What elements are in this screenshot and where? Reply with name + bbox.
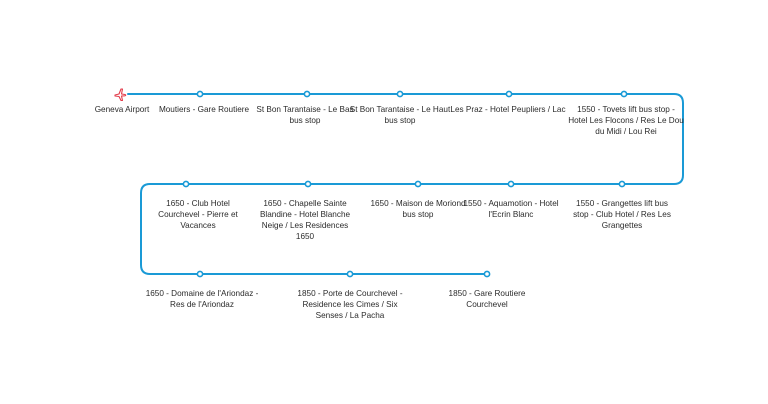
stop-marker-3	[396, 90, 404, 98]
stop-label-porte-de-courchevel: 1850 - Porte de Courchevel - Residence l…	[297, 289, 403, 320]
stop-marker-2	[303, 90, 311, 98]
stop-label-grangettes: 1550 - Grangettes lift bus stop - Club H…	[573, 199, 671, 230]
stop-label-maison-de-moriond: 1650 - Maison de Moriond bus stop	[370, 199, 466, 219]
stop-marker-10	[182, 180, 190, 188]
stop-marker-13	[483, 270, 491, 278]
stop-marker-8	[414, 180, 422, 188]
stop-label-aquamotion: 1550 - Aquamotion - Hotel l'Ecrin Blanc	[463, 199, 559, 219]
stop-marker-1	[196, 90, 204, 98]
stop-marker-9	[304, 180, 312, 188]
stop-markers	[182, 90, 628, 278]
stop-label-tovets: 1550 - Tovets lift bus stop - Hotel Les …	[568, 105, 684, 136]
stop-marker-11	[196, 270, 204, 278]
stop-marker-7	[507, 180, 515, 188]
stop-label-moutiers: Moutiers - Gare Routiere	[158, 105, 250, 114]
stop-marker-12	[346, 270, 354, 278]
stop-label-st-bon-le-bas: St Bon Tarantaise - Le Bas bus stop	[256, 105, 354, 125]
stop-label-domaine-ariondaz: 1650 - Domaine de l'Ariondaz - Res de l'…	[145, 289, 259, 309]
stop-label-gare-routiere-courchevel: 1850 - Gare Routiere Courchevel	[448, 289, 526, 309]
stop-marker-5	[620, 90, 628, 98]
stop-marker-4	[505, 90, 513, 98]
stop-label-les-praz: Les Praz - Hotel Peupliers / Lac	[450, 105, 566, 114]
route-line	[127, 93, 684, 275]
stop-label-geneva-airport: Geneva Airport	[94, 105, 150, 114]
plane-icon	[114, 88, 127, 102]
stop-marker-6	[618, 180, 626, 188]
stop-label-st-bon-le-haut: St Bon Tarantaise - Le Haut bus stop	[349, 105, 451, 125]
stop-label-chapelle-sainte-blandine: 1650 - Chapelle Sainte Blandine - Hotel …	[259, 199, 351, 241]
stop-label-club-hotel-courchevel: 1650 - Club Hotel Courchevel - Pierre et…	[158, 199, 238, 230]
